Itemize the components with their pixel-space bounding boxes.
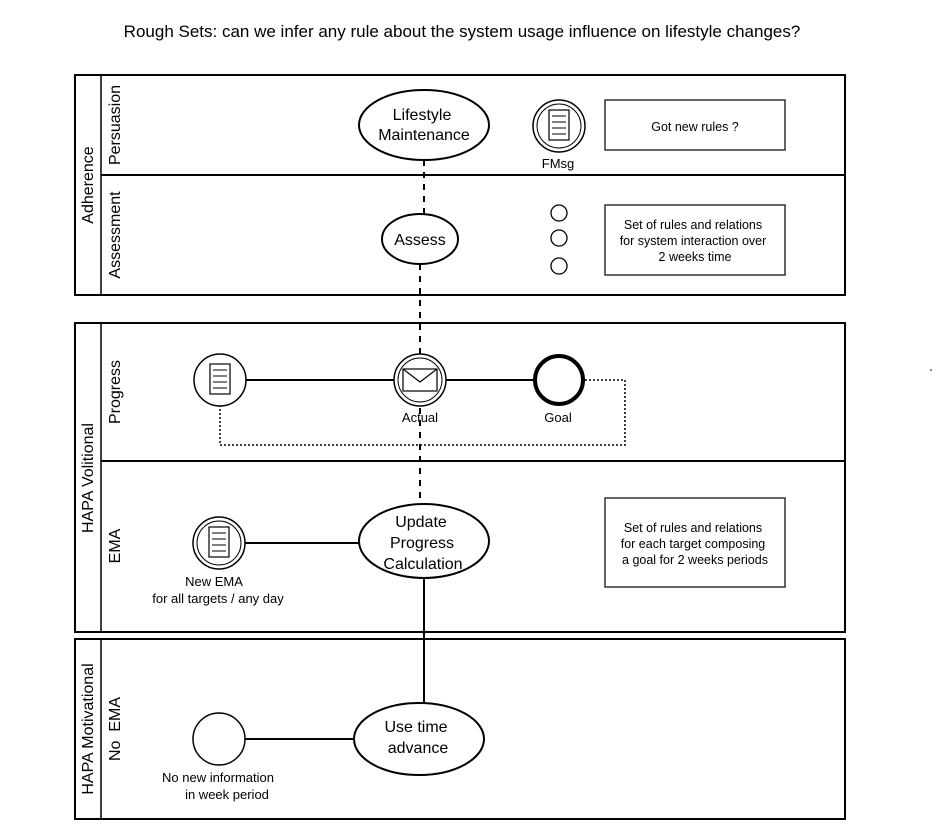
svg-text:Set of rules and relations: Set of rules and relations: [624, 521, 762, 535]
marker-circle: [550, 204, 568, 222]
svg-text:Calculation: Calculation: [383, 556, 462, 573]
document-icon: [548, 109, 570, 141]
marker-circle: [550, 229, 568, 247]
svg-text:Update: Update: [395, 514, 447, 531]
envelope-icon: [402, 368, 438, 392]
task-update-progress[interactable]: Update Progress Calculation: [358, 503, 490, 579]
note-got-new-rules: Got new rules ?: [604, 99, 786, 151]
lane-label-ema: EMA: [107, 528, 124, 563]
no-info-start-event[interactable]: [192, 712, 246, 766]
svg-text:Use time: Use time: [384, 719, 447, 736]
svg-text:2 weeks time: 2 weeks time: [659, 250, 732, 264]
document-icon: [209, 363, 231, 395]
actual-label: Actual: [402, 410, 438, 425]
svg-text:Set of rules and relations: Set of rules and relations: [624, 218, 762, 232]
note-system-rules: Set of rules and relations for system in…: [604, 204, 786, 276]
svg-text:Got new rules ?: Got new rules ?: [651, 120, 739, 134]
connector-goal-loop: [219, 379, 626, 446]
pool-adherence: Adherence Persuasion Assessment: [74, 74, 846, 296]
diagram-title: Rough Sets: can we infer any rule about …: [124, 22, 801, 41]
new-ema-sublabel: for all targets / any day: [152, 591, 284, 606]
no-info-sublabel: in week period: [185, 787, 269, 802]
svg-text:advance: advance: [388, 740, 449, 757]
goal-end-event[interactable]: [533, 354, 585, 406]
new-ema-event[interactable]: [192, 516, 246, 570]
pool-label-adherence: Adherence: [80, 146, 97, 223]
document-icon: [208, 526, 230, 558]
svg-text:Maintenance: Maintenance: [378, 127, 470, 144]
svg-text:for each target composing: for each target composing: [621, 537, 766, 551]
note-target-rules: Set of rules and relations for each targ…: [604, 497, 786, 588]
lane-label-assessment: Assessment: [107, 191, 124, 279]
task-use-time-advance[interactable]: Use time advance: [353, 702, 485, 776]
lane-label-progress: Progress: [107, 360, 124, 424]
svg-text:Assess: Assess: [394, 232, 446, 249]
pool-label-hapa-volitional: HAPA Volitional: [80, 423, 97, 533]
pool-hapa-volitional: HAPA Volitional Progress EMA: [74, 322, 846, 633]
actual-message-event[interactable]: [393, 353, 447, 407]
svg-text:Lifestyle: Lifestyle: [393, 107, 452, 124]
lane-label-no-ema: No EMA: [107, 697, 124, 761]
task-lifestyle-maintenance[interactable]: Lifestyle Maintenance: [358, 89, 490, 161]
pool-hapa-motivational: HAPA Motivational No EMA: [74, 638, 846, 820]
fmsg-label: FMsg: [542, 156, 575, 171]
svg-text:a goal for 2 weeks periods: a goal for 2 weeks periods: [622, 553, 768, 567]
new-ema-label: New EMA: [185, 574, 243, 589]
progress-document-event[interactable]: [193, 353, 247, 407]
no-info-label: No new information: [162, 770, 274, 785]
pool-label-hapa-motivational: HAPA Motivational: [80, 663, 97, 794]
marker-circle: [550, 257, 568, 275]
fmsg-event[interactable]: [532, 99, 586, 153]
goal-label: Goal: [544, 410, 572, 425]
stray-dot: [930, 369, 932, 371]
svg-text:for system interaction over: for system interaction over: [620, 234, 767, 248]
svg-text:Progress: Progress: [390, 535, 454, 552]
lane-label-persuasion: Persuasion: [107, 85, 124, 165]
task-assess[interactable]: Assess: [381, 213, 459, 265]
